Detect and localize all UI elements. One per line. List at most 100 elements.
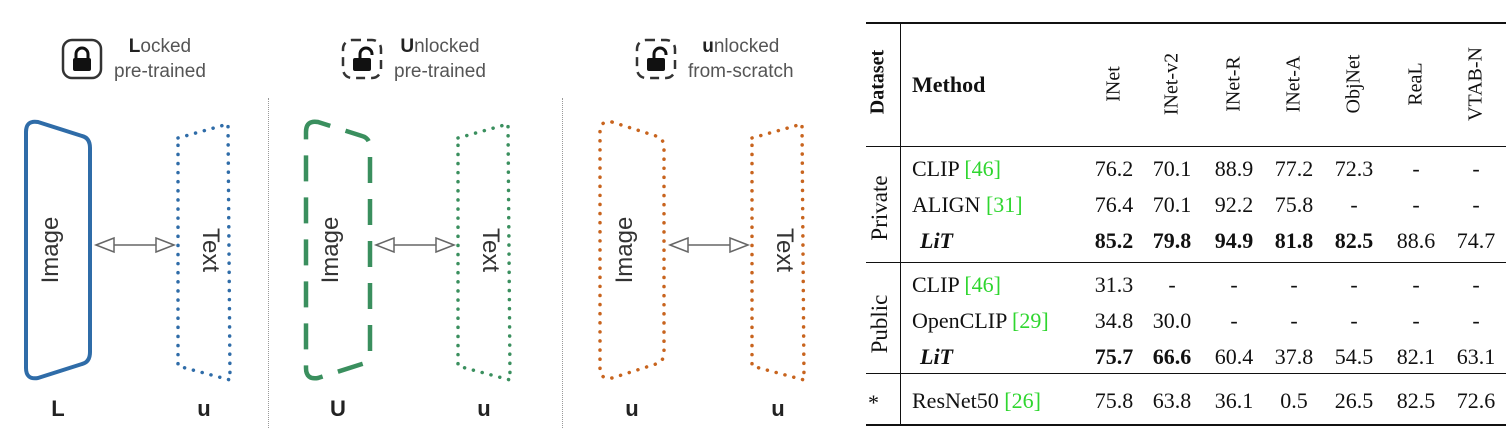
- text-tower-mode-label: u: [771, 396, 785, 421]
- value-cell: 77.2: [1274, 156, 1314, 181]
- value-cell: 30.0: [1152, 308, 1192, 333]
- method-cell: OpenCLIP [29]: [912, 308, 1049, 333]
- image-tower-label: Image: [37, 217, 64, 284]
- value-cell: -: [1412, 192, 1420, 217]
- panel-subtitle: pre-trained: [114, 61, 206, 82]
- table-row: CLIP [46] 76.2 70.1 88.9 77.2 72.3 - -: [860, 156, 1512, 186]
- value-cell: 74.7: [1456, 228, 1496, 253]
- value-cell: 72.3: [1334, 156, 1374, 181]
- column-header: ReaL: [1404, 62, 1427, 106]
- value-cell: 54.5: [1334, 344, 1374, 369]
- method-cell: ResNet50 [26]: [912, 388, 1041, 413]
- panel-title-initial: u: [702, 36, 714, 57]
- value-cell: 94.9: [1214, 228, 1254, 253]
- value-cell: 63.1: [1456, 344, 1496, 369]
- double-arrow-icon: [373, 236, 457, 254]
- citation-link[interactable]: [46]: [964, 272, 1002, 297]
- lock-open-icon: [341, 38, 383, 80]
- text-tower: [750, 122, 806, 382]
- panel-divider: [562, 98, 563, 428]
- panel-subtitle: pre-trained: [394, 61, 486, 82]
- value-cell: -: [1412, 308, 1420, 333]
- text-tower-label: Text: [477, 228, 504, 272]
- lock-open-icon: [635, 38, 677, 80]
- value-cell: -: [1412, 272, 1420, 297]
- panel-title-initial: L: [128, 36, 141, 57]
- double-arrow-icon: [667, 236, 751, 254]
- value-cell: 26.5: [1334, 388, 1374, 413]
- table-top-rule: [866, 22, 1506, 24]
- value-cell: 85.2: [1094, 228, 1134, 253]
- value-cell: 75.7: [1094, 344, 1134, 369]
- value-cell: 60.4: [1214, 344, 1254, 369]
- value-cell: -: [1230, 272, 1238, 297]
- value-cell: 75.8: [1274, 192, 1314, 217]
- panel-divider: [268, 98, 269, 428]
- value-cell: 81.8: [1274, 228, 1314, 253]
- citation-link[interactable]: [29]: [1012, 308, 1049, 333]
- value-cell: -: [1230, 308, 1238, 333]
- column-header: VTAB-N: [1464, 47, 1487, 121]
- value-cell: -: [1168, 272, 1176, 297]
- value-cell: -: [1350, 308, 1358, 333]
- citation-link[interactable]: [26]: [1004, 388, 1041, 413]
- value-cell: 31.3: [1094, 272, 1134, 297]
- image-tower: [24, 119, 92, 381]
- value-cell: 82.5: [1396, 388, 1436, 413]
- value-cell: 34.8: [1094, 308, 1134, 333]
- table-bottom-rule: [866, 424, 1506, 426]
- value-cell: 82.5: [1334, 228, 1374, 253]
- image-tower: [303, 119, 373, 381]
- value-cell: -: [1472, 156, 1480, 181]
- value-cell: 88.6: [1396, 228, 1436, 253]
- footer-star: *: [868, 390, 879, 415]
- value-cell: 92.2: [1214, 192, 1254, 217]
- method-cell: LiT: [920, 344, 953, 369]
- double-arrow-icon: [93, 236, 177, 254]
- table-vertical-rule: [900, 22, 901, 426]
- value-cell: -: [1412, 156, 1420, 181]
- value-cell: 88.9: [1214, 156, 1254, 181]
- text-tower: [176, 122, 232, 382]
- value-cell: 0.5: [1280, 388, 1308, 413]
- image-tower-mode-label: U: [330, 396, 346, 421]
- panel-title-initial: U: [400, 36, 415, 57]
- value-cell: 70.1: [1152, 192, 1192, 217]
- image-tower-label: Image: [611, 217, 638, 284]
- value-cell: -: [1350, 272, 1358, 297]
- column-header: INet-A: [1282, 55, 1305, 113]
- method-cell: CLIP [46]: [912, 156, 1002, 181]
- citation-link[interactable]: [46]: [964, 156, 1002, 181]
- value-cell: 70.1: [1152, 156, 1192, 181]
- value-cell: -: [1472, 308, 1480, 333]
- value-cell: 76.2: [1094, 156, 1134, 181]
- image-tower: [598, 119, 666, 381]
- value-cell: 76.4: [1094, 192, 1134, 217]
- image-tower-mode-label: L: [51, 396, 65, 421]
- value-cell: -: [1290, 272, 1298, 297]
- method-cell: CLIP [46]: [912, 272, 1002, 297]
- value-cell: 36.1: [1214, 388, 1254, 413]
- method-cell: ALIGN [31]: [912, 192, 1023, 217]
- table-row: CLIP [46]31.3------: [860, 272, 1512, 302]
- table-header-rule: [866, 146, 1506, 147]
- image-tower-mode-label: u: [625, 396, 639, 421]
- citation-link[interactable]: [31]: [985, 192, 1023, 217]
